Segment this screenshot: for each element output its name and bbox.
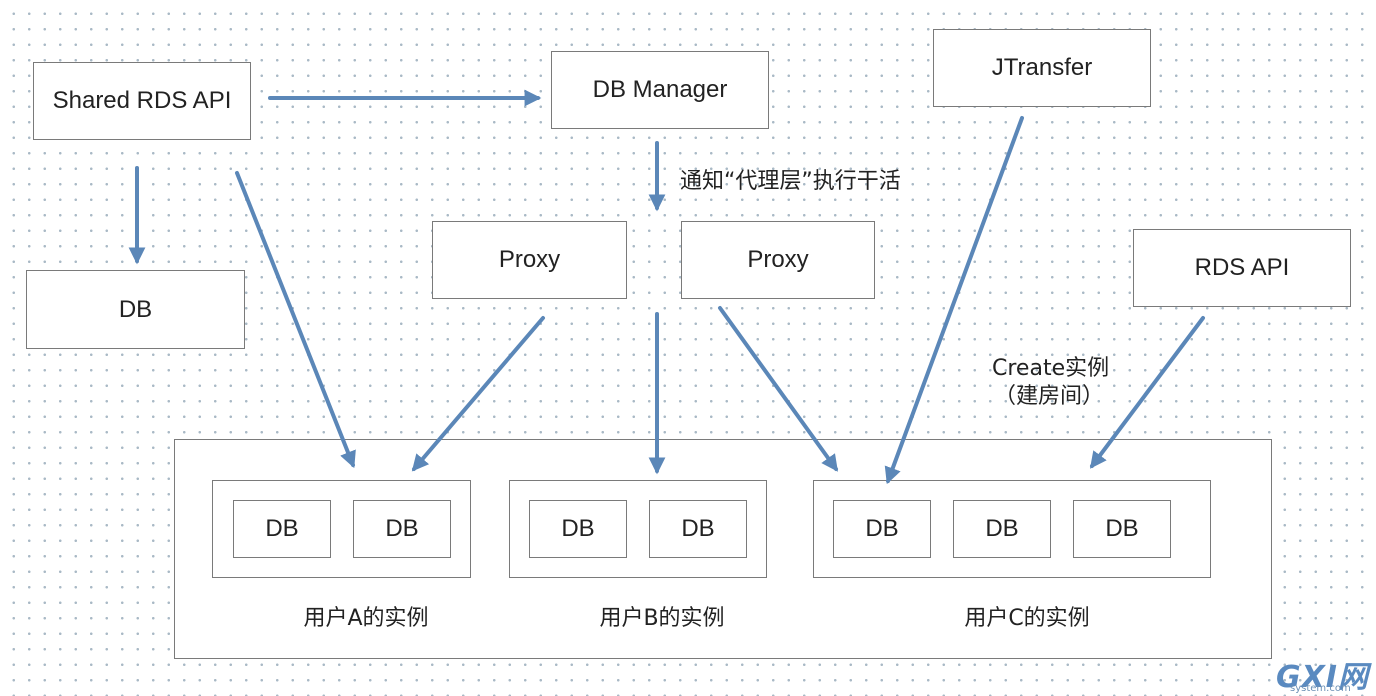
- instance-c-label: 用户C的实例: [964, 606, 1090, 631]
- instance-a-db-1: DB: [233, 500, 331, 558]
- shared-db-box: DB: [26, 270, 245, 349]
- shared-rds-api-box: Shared RDS API: [33, 62, 251, 140]
- jtransfer-box: JTransfer: [933, 29, 1151, 107]
- arrow-jtransfer-to-instance-c: [884, 116, 1024, 485]
- instance-c-db-1: DB: [833, 500, 931, 558]
- watermark-main-text: GXI网: [1276, 660, 1369, 695]
- instance-b-db-2: DB: [649, 500, 747, 558]
- instance-b-db-1: DB: [529, 500, 627, 558]
- proxy-box-1: Proxy: [432, 221, 627, 299]
- arrow-shared-api-to-instance-a: [235, 171, 356, 469]
- rds-api-box: RDS API: [1133, 229, 1351, 307]
- instance-b-label: 用户B的实例: [599, 606, 725, 631]
- instance-c-db-2: DB: [953, 500, 1051, 558]
- watermark-logo: GXI网 system.com: [1276, 652, 1374, 695]
- instance-a-db-2: DB: [353, 500, 451, 558]
- proxy-box-2: Proxy: [681, 221, 875, 299]
- db-manager-box: DB Manager: [551, 51, 769, 129]
- build-room-annotation: （建房间）: [994, 384, 1105, 409]
- watermark-sub-text: system.com: [1290, 683, 1351, 694]
- instance-a-label: 用户A的实例: [303, 606, 429, 631]
- instance-c-db-3: DB: [1073, 500, 1171, 558]
- notify-proxy-annotation: 通知“代理层”执行干活: [680, 169, 901, 194]
